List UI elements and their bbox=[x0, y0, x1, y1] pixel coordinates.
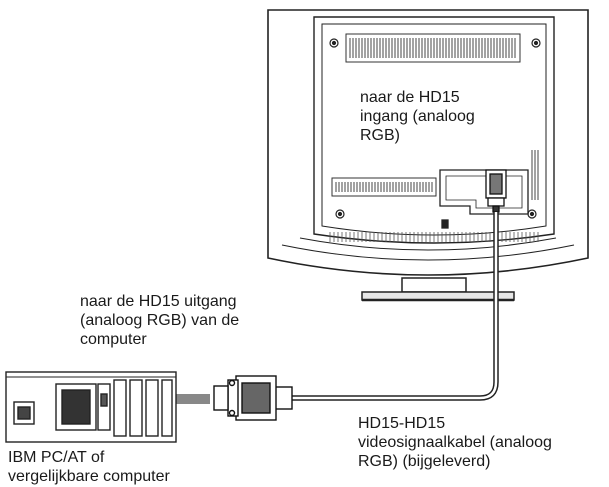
computer-output-label-line: naar de HD15 uitgang bbox=[80, 293, 237, 310]
monitor-side-vent bbox=[531, 150, 539, 200]
monitor-input-label: naar de HD15 ingang (analoog RGB) bbox=[360, 88, 475, 145]
monitor-bottom-vent bbox=[331, 177, 437, 197]
computer-output-label-line: computer bbox=[80, 331, 147, 348]
cable-label: HD15-HD15 videosignaalkabel (analoog RGB… bbox=[358, 414, 552, 471]
monitor-connector-panel bbox=[439, 169, 529, 229]
computer-label-line: IBM PC/AT of bbox=[8, 449, 105, 466]
video-cable bbox=[288, 212, 499, 401]
computer-output-label-line: (analoog RGB) van de bbox=[80, 312, 240, 329]
monitor-stand bbox=[361, 277, 515, 302]
cable-label-line: HD15-HD15 bbox=[358, 415, 446, 432]
monitor-input-label-line: naar de HD15 bbox=[360, 89, 460, 106]
monitor-hd15-plug bbox=[485, 169, 507, 213]
computer-label-line: vergelijkbare computer bbox=[8, 468, 170, 485]
computer-output-label: naar de HD15 uitgang (analoog RGB) van d… bbox=[80, 292, 239, 349]
monitor-input-label-line: RGB) bbox=[360, 127, 400, 144]
monitor-input-label-line: ingang (analoog bbox=[360, 108, 475, 125]
monitor-rear bbox=[267, 9, 589, 276]
cable-label-line: videosignaalkabel (analoog bbox=[358, 434, 552, 451]
cable-label-line: RGB) (bijgeleverd) bbox=[358, 453, 491, 470]
monitor-top-vent bbox=[345, 33, 521, 63]
computer-rear bbox=[5, 371, 177, 443]
computer-hd15-connector bbox=[213, 375, 293, 421]
computer-label: IBM PC/AT of vergelijkbare computer bbox=[8, 448, 170, 486]
monitor-screws bbox=[329, 38, 541, 219]
